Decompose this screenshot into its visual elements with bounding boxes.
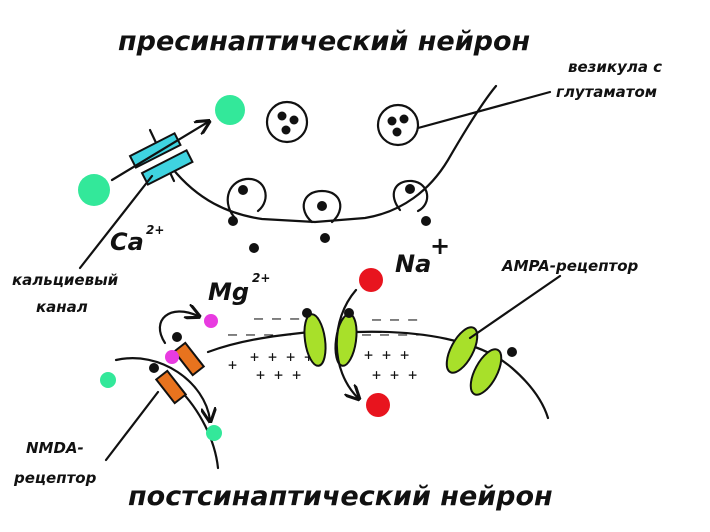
positive-charges: + + + xyxy=(364,346,409,364)
sodium-ion xyxy=(359,268,383,292)
positive-charges: + + + xyxy=(372,366,417,384)
presynaptic-membrane xyxy=(170,84,498,224)
glutamate-molecule xyxy=(228,216,238,226)
sodium-influx-arrow xyxy=(335,288,358,398)
magnesium-arrow xyxy=(158,311,198,345)
calcium-channel-label-line1: кальциевый xyxy=(12,271,119,289)
fusing-vesicle xyxy=(392,179,429,213)
calcium-charge: 2+ xyxy=(146,223,164,237)
positive-charges: + xyxy=(228,356,237,374)
glutamate-vesicle xyxy=(376,103,420,147)
calcium-nmda-arrow xyxy=(114,357,210,420)
vesicle-label-line2: глутаматом xyxy=(556,83,657,101)
sodium-label: Na xyxy=(395,250,431,278)
glutamate-molecule xyxy=(172,332,182,342)
positive-charges: + + + + xyxy=(250,348,313,366)
sodium-charge: + xyxy=(430,232,450,260)
glutamate-molecule xyxy=(302,308,312,318)
calcium-label: Ca xyxy=(110,228,144,256)
calcium-ion xyxy=(78,174,110,206)
fusing-vesicle xyxy=(302,189,342,224)
negative-charges: – – – – xyxy=(228,325,292,343)
postsynaptic-title: постсинаптический нейрон xyxy=(128,481,553,512)
glutamate-molecule xyxy=(320,233,330,243)
calcium-channel-subunit xyxy=(128,131,182,169)
glutamate-molecule xyxy=(249,243,259,253)
calcium-ion xyxy=(206,425,222,441)
calcium-channel-label-line2: канал xyxy=(36,298,88,316)
glutamate-molecule xyxy=(405,184,415,194)
calcium-ion xyxy=(100,372,116,388)
ampa-receptor-label: AMPA-рецептор xyxy=(501,257,639,275)
glutamate-vesicle xyxy=(265,100,309,144)
positive-charges: + + + xyxy=(256,366,301,384)
calcium-channel-subunit xyxy=(140,148,194,186)
negative-charges: – – – xyxy=(254,309,300,327)
nmda-label-line2: рецептор xyxy=(13,469,97,487)
nmda-label-line1: NMDA- xyxy=(26,439,84,457)
presynaptic-title: пресинаптический нейрон xyxy=(118,26,530,57)
nmda-receptor-subunit xyxy=(154,369,188,405)
glutamate-molecule xyxy=(317,201,327,211)
negative-charges: – – – xyxy=(372,310,418,328)
postsynaptic-membrane-left xyxy=(206,330,312,354)
magnesium-label: Mg xyxy=(208,278,249,306)
nmda-pointer xyxy=(104,390,160,462)
fusing-vesicle xyxy=(226,177,267,221)
glutamate-molecule xyxy=(507,347,517,357)
sodium-ion xyxy=(366,393,390,417)
glutamate-molecule xyxy=(421,216,431,226)
ampa-receptor-pointer xyxy=(468,274,562,340)
ampa-receptor-subunit xyxy=(469,348,503,396)
calcium-channel-pointer xyxy=(78,174,154,270)
glutamate-molecule xyxy=(238,185,248,195)
glutamate-molecule xyxy=(344,308,354,318)
magnesium-ion xyxy=(165,350,179,364)
nmda-receptor-subunit xyxy=(172,341,206,377)
vesicle-pointer xyxy=(416,90,552,130)
calcium-influx-arrow xyxy=(110,122,208,182)
magnesium-charge: 2+ xyxy=(252,271,270,285)
glutamate-molecule xyxy=(149,363,159,373)
negative-charges: – – – – xyxy=(362,325,426,343)
vesicle-label-line1: везикула с xyxy=(568,58,662,76)
calcium-ion xyxy=(215,95,245,125)
magnesium-ion xyxy=(204,314,218,328)
